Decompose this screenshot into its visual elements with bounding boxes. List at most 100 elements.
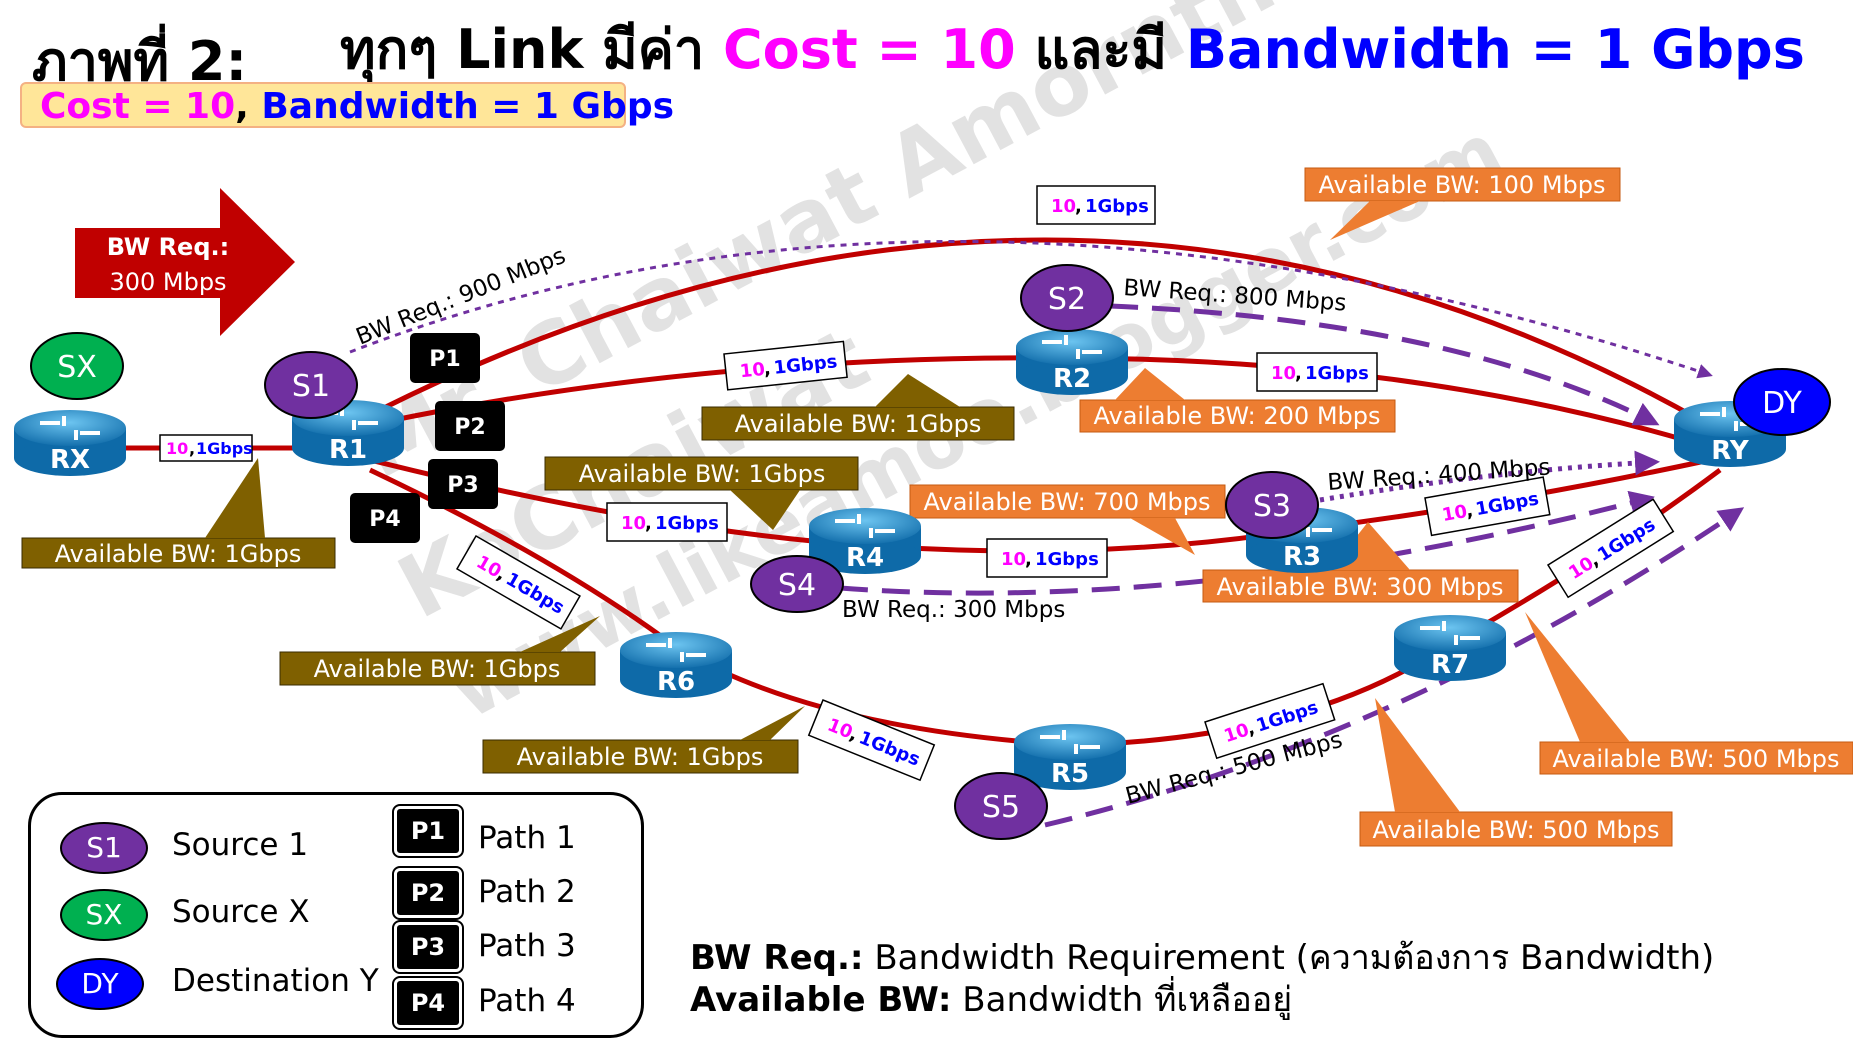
path-badge-p4: P4 [350, 493, 420, 543]
svg-text:R1: R1 [329, 435, 367, 465]
path-badge-p2: P2 [435, 401, 505, 451]
svg-text:S3: S3 [1253, 489, 1291, 524]
router-rx: RX [14, 410, 126, 476]
routers: RX R1 R2 R4 R3 [14, 329, 1786, 790]
svg-text:1Gbps: 1Gbps [1035, 549, 1099, 570]
svg-text:Available BW: 700 Mbps: Available BW: 700 Mbps [923, 488, 1210, 516]
link-label-r4-r3: 10,1Gbps [986, 538, 1108, 578]
svg-text:R7: R7 [1431, 650, 1469, 680]
svg-text:Available BW: 1Gbps: Available BW: 1Gbps [517, 743, 764, 771]
footer-line2-desc: Bandwidth ที่เหลืออยู่ [962, 980, 1293, 1020]
figure-title: ทุกๆ Link มีค่า Cost = 10 และมี Bandwidt… [340, 6, 1805, 92]
svg-text:Available BW: 200 Mbps: Available BW: 200 Mbps [1093, 402, 1380, 430]
link-p1-top [358, 237, 1702, 423]
node-sx: SX [30, 332, 124, 400]
path-badge-p1: P1 [410, 333, 480, 383]
callout-r7-ry: Available BW: 500 Mbps [1525, 612, 1853, 775]
svg-text:10: 10 [1441, 501, 1469, 526]
request-label-s4: BW Req.: 300 Mbps [842, 597, 1065, 623]
footer-line1-term: BW Req.: [690, 938, 864, 978]
svg-text:,: , [1295, 363, 1302, 384]
router-r7: R7 [1394, 615, 1506, 681]
svg-text:P2: P2 [454, 415, 485, 440]
svg-text:P4: P4 [369, 507, 400, 532]
link-label-top: 10,1Gbps [1036, 185, 1156, 225]
link-label-r6-r5: 10,1Gbps [807, 699, 936, 782]
endpoints: SX S1 S2 S3 S4 S5 DY [30, 264, 1831, 840]
router-r6: R6 [620, 632, 732, 698]
callout-r1-r6: Available BW: 1Gbps [279, 616, 600, 686]
node-s4: S4 [750, 555, 844, 613]
callout-r2-ry: Available BW: 200 Mbps [1079, 368, 1396, 433]
svg-text:R6: R6 [657, 667, 695, 697]
callout-r5-r7: Available BW: 500 Mbps [1359, 698, 1673, 847]
request-line-s2 [1109, 303, 1660, 426]
summary-bandwidth: Bandwidth = 1 Gbps [261, 86, 675, 127]
svg-text:,: , [1075, 196, 1082, 217]
node-dy: DY [1733, 368, 1831, 436]
link-label-r3-ry: 10,1Gbps [1424, 476, 1551, 537]
summary-cost: Cost = 10 [40, 86, 236, 127]
svg-text:P1: P1 [429, 347, 460, 372]
footer-line1-desc: Bandwidth Requirement (ความต้องการ Bandw… [874, 938, 1715, 978]
svg-text:Available BW: 1Gbps: Available BW: 1Gbps [735, 410, 982, 438]
title-cost: Cost = 10 [723, 18, 1016, 81]
callout-r4-r3: Available BW: 700 Mbps [909, 484, 1226, 555]
svg-text:S1: S1 [292, 369, 330, 404]
legend-badge-p4: P4 [392, 976, 464, 1030]
footer-line2-term: Available BW: [690, 980, 952, 1020]
svg-text:1Gbps: 1Gbps [196, 439, 253, 458]
svg-text:Available BW: 1Gbps: Available BW: 1Gbps [579, 460, 826, 488]
legend-badge-p2: P2 [392, 866, 464, 920]
legend-text-s1: Source 1 [172, 827, 309, 863]
legend-badge-s1: S1 [60, 822, 148, 874]
callout-r3-ry: Available BW: 300 Mbps [1202, 522, 1519, 603]
link-labels: 10,1Gbps 10,1Gbps 10,1Gbps 10,1Gbps 10,1… [159, 185, 1675, 782]
svg-text:10: 10 [1051, 196, 1076, 217]
svg-text:1Gbps: 1Gbps [655, 513, 719, 534]
node-s3: S3 [1225, 471, 1319, 539]
svg-text:1Gbps: 1Gbps [1305, 363, 1369, 384]
svg-text:Available BW: 1Gbps: Available BW: 1Gbps [314, 655, 561, 683]
request-line-s1 [349, 239, 1713, 379]
link-label-rx-r1: 10,1Gbps [159, 434, 253, 462]
svg-text:10: 10 [166, 439, 188, 458]
svg-text:RY: RY [1711, 436, 1750, 466]
callout-r6-r5: Available BW: 1Gbps [482, 706, 805, 774]
request-line-s5 [1044, 507, 1745, 828]
svg-text:,: , [1025, 549, 1032, 570]
svg-text:DY: DY [1762, 386, 1802, 421]
svg-text:P3: P3 [447, 473, 478, 498]
title-bandwidth: Bandwidth = 1 Gbps [1185, 18, 1805, 81]
router-r1: R1 [292, 400, 404, 466]
legend-badge-p3: P3 [392, 920, 464, 974]
svg-text:Available BW: 300 Mbps: Available BW: 300 Mbps [1216, 573, 1503, 601]
svg-text:Available BW: 500 Mbps: Available BW: 500 Mbps [1372, 816, 1659, 844]
svg-text:,: , [189, 439, 195, 458]
path-badge-p3: P3 [428, 459, 498, 509]
svg-text:S4: S4 [778, 568, 816, 603]
link-label-r1-r4: 10,1Gbps [606, 502, 728, 542]
callout-rx-r1: Available BW: 1Gbps [21, 458, 336, 569]
router-r5: R5 [1014, 724, 1126, 790]
legend-text-sx: Source X [172, 894, 310, 930]
link-label-r2-ry: 10,1Gbps [1256, 352, 1378, 392]
svg-text:R4: R4 [846, 543, 884, 573]
svg-text:R3: R3 [1283, 542, 1321, 572]
svg-text:10: 10 [739, 359, 766, 383]
callout-r1-r4: Available BW: 1Gbps [544, 456, 859, 530]
svg-text:Available BW: 100 Mbps: Available BW: 100 Mbps [1318, 171, 1605, 199]
node-s5: S5 [954, 772, 1048, 840]
svg-text:,: , [1464, 500, 1474, 522]
footer-line2: Available BW: Bandwidth ที่เหลืออยู่ [690, 972, 1292, 1026]
bw-request-arrow-line1: BW Req.: [107, 233, 229, 261]
svg-text:R5: R5 [1051, 759, 1089, 789]
legend-badge-sx: SX [60, 889, 148, 941]
legend-text-p2: Path 2 [478, 874, 576, 910]
svg-text:,: , [763, 358, 772, 380]
svg-text:SX: SX [57, 350, 97, 385]
svg-text:10: 10 [621, 513, 646, 534]
svg-text:R2: R2 [1053, 364, 1091, 394]
legend-text-p4: Path 4 [478, 983, 576, 1019]
